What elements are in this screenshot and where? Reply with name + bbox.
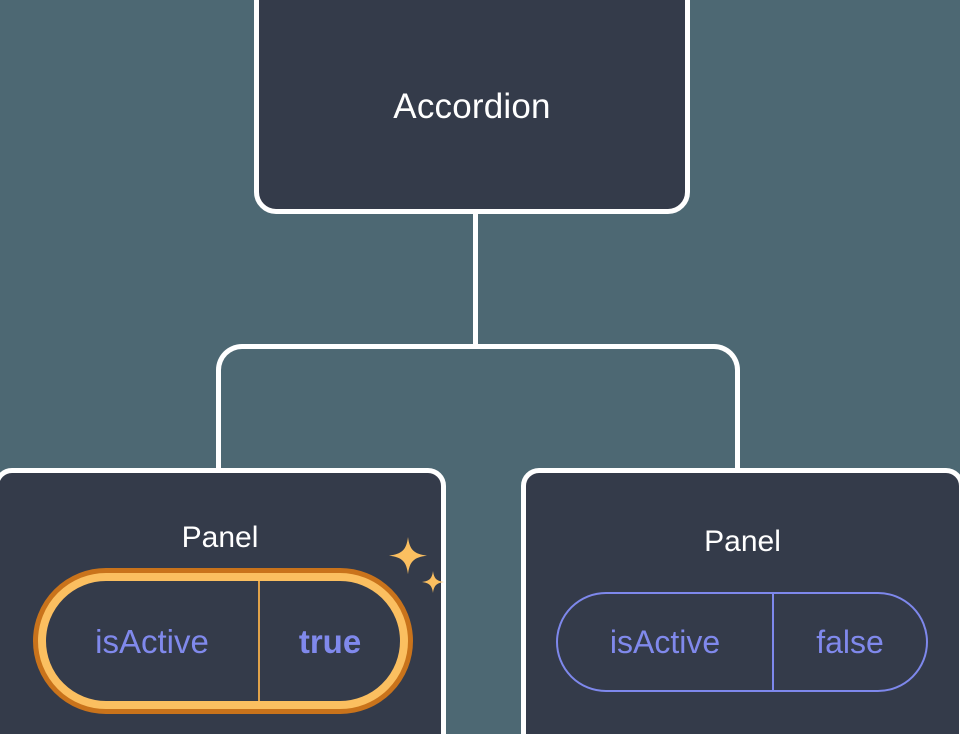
prop-pill-isactive-false[interactable]: isActive false xyxy=(556,592,928,692)
node-accordion-label: Accordion xyxy=(393,86,551,126)
prop-value-true: true xyxy=(258,581,400,701)
prop-value-false: false xyxy=(772,594,926,690)
prop-key-isactive-right: isActive xyxy=(609,624,721,660)
edge-branch-bus xyxy=(216,344,740,474)
node-accordion[interactable]: Accordion xyxy=(254,0,690,214)
node-panel-right-label: Panel xyxy=(704,525,781,558)
node-panel-left-label: Panel xyxy=(181,521,259,554)
prop-key-isactive-left: isActive xyxy=(95,622,209,660)
prop-pill-left-inner: isActive true xyxy=(38,573,408,709)
edge-root-to-children xyxy=(473,212,478,349)
prop-pill-isactive-true[interactable]: isActive true xyxy=(33,568,413,714)
